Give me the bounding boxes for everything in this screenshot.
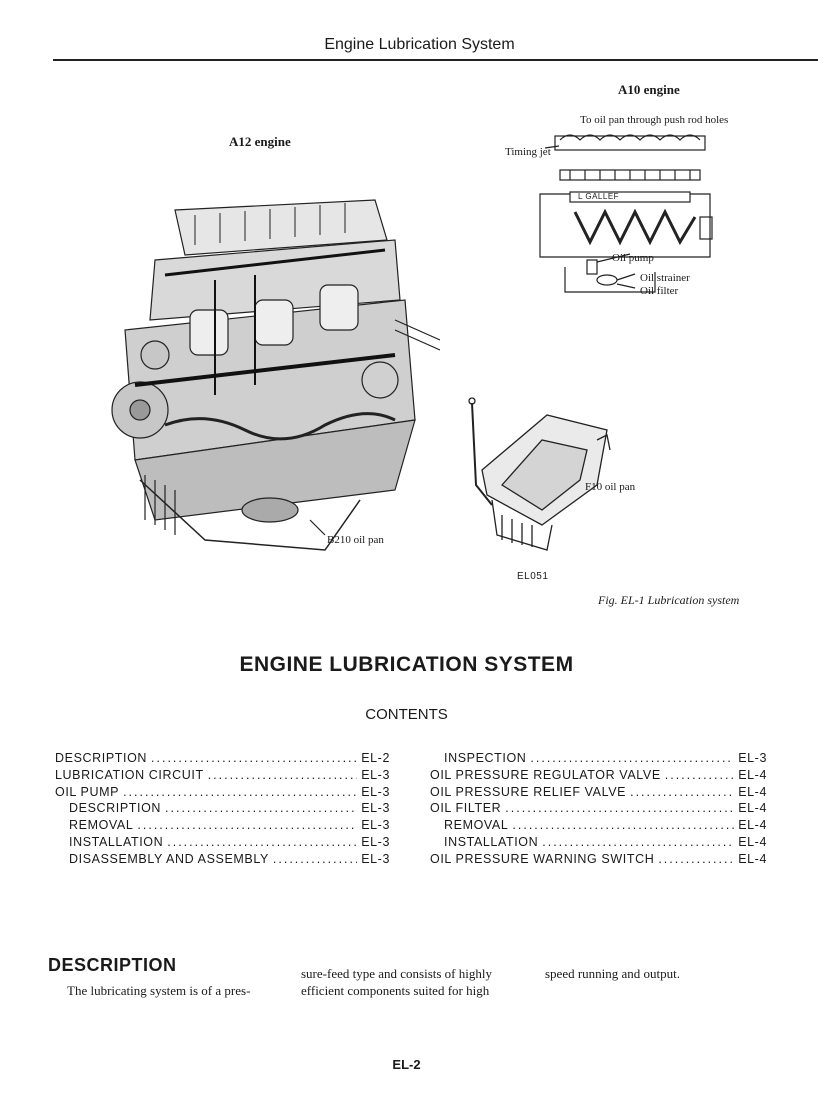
timing-jet-callout: Timing jet bbox=[505, 146, 551, 158]
oil-pump-callout: Oil pump bbox=[612, 252, 654, 264]
toc-entry-page: EL-4 bbox=[738, 834, 767, 849]
toc-entry-page: EL-3 bbox=[361, 767, 390, 782]
toc-entry[interactable]: DISASSEMBLY AND ASSEMBLY................… bbox=[69, 851, 390, 866]
toc-entry-page: EL-2 bbox=[361, 751, 390, 765]
toc-entry-page: EL-4 bbox=[738, 818, 767, 833]
f10-oil-pan-label: F10 oil pan bbox=[585, 481, 636, 493]
a10-schematic bbox=[539, 134, 713, 293]
toc-entry[interactable]: OIL PRESSURE RELIEF VALVE...............… bbox=[430, 784, 767, 799]
toc-entry-label: OIL PRESSURE REGULATOR VALVE bbox=[430, 767, 661, 782]
toc-entry[interactable]: OIL FILTER..............................… bbox=[430, 801, 767, 816]
toc-entry-page: EL-3 bbox=[361, 818, 390, 833]
contents-heading: CONTENTS bbox=[365, 706, 448, 723]
running-header: Engine Lubrication System bbox=[324, 36, 515, 53]
figure-code: EL051 bbox=[517, 571, 549, 582]
gallery-label: L GALLEF bbox=[578, 192, 620, 201]
toc-right-column: INSPECTION..............................… bbox=[430, 750, 767, 868]
page-number: EL-2 bbox=[392, 1057, 421, 1072]
toc-entry-label: LUBRICATION CIRCUIT bbox=[55, 767, 204, 782]
description-heading: DESCRIPTION bbox=[48, 955, 177, 975]
toc-left-column: DESCRIPTION.............................… bbox=[55, 750, 390, 868]
toc-entry-label: INSTALLATION bbox=[69, 834, 164, 849]
toc-entry[interactable]: DESCRIPTION.............................… bbox=[69, 801, 390, 816]
toc-entry[interactable]: OIL PUMP................................… bbox=[55, 784, 390, 799]
header-rule bbox=[53, 59, 818, 61]
toc-entry-page: EL-3 bbox=[738, 751, 767, 765]
description-col1: The lubricating system is of a pres- bbox=[67, 983, 251, 998]
toc-entry-label: INSTALLATION bbox=[444, 834, 539, 849]
toc-entry-page: EL-3 bbox=[361, 801, 390, 816]
toc-entry-label: OIL PRESSURE WARNING SWITCH bbox=[430, 851, 655, 866]
f10-oil-pan-illustration bbox=[468, 397, 611, 551]
toc-entry-page: EL-3 bbox=[361, 784, 390, 799]
oil-strainer-callout: Oil strainer bbox=[640, 272, 690, 284]
toc-entry-page: EL-4 bbox=[738, 784, 767, 799]
toc-entry-label: INSPECTION bbox=[444, 751, 527, 765]
toc-entry-page: EL-3 bbox=[361, 834, 390, 849]
toc-entry-page: EL-3 bbox=[361, 851, 390, 866]
toc-entry[interactable]: OIL PRESSURE REGULATOR VALVE............… bbox=[430, 767, 767, 782]
toc-entry-label: DISASSEMBLY AND ASSEMBLY bbox=[69, 851, 269, 866]
toc-entry[interactable]: REMOVAL.................................… bbox=[444, 818, 767, 833]
main-title: ENGINE LUBRICATION SYSTEM bbox=[239, 653, 574, 676]
toc-entry-label: OIL PRESSURE RELIEF VALVE bbox=[430, 784, 627, 799]
toc-entry-page: EL-4 bbox=[738, 801, 767, 816]
a12-engine-illustration bbox=[111, 199, 440, 551]
toc-entry[interactable]: LUBRICATION CIRCUIT.....................… bbox=[55, 767, 390, 782]
toc-entry-page: EL-4 bbox=[738, 851, 767, 866]
toc-entry-label: OIL PUMP bbox=[55, 784, 120, 799]
toc-entry[interactable]: INSPECTION..............................… bbox=[444, 751, 767, 765]
toc-entry[interactable]: OIL PRESSURE WARNING SWITCH.............… bbox=[430, 851, 767, 866]
toc-entry[interactable]: INSTALLATION............................… bbox=[444, 834, 767, 849]
toc-entry[interactable]: REMOVAL.................................… bbox=[69, 818, 390, 833]
toc-entry-page: EL-4 bbox=[738, 767, 767, 782]
a12-engine-title: A12 engine bbox=[229, 134, 291, 149]
toc-entry[interactable]: INSTALLATION............................… bbox=[69, 834, 390, 849]
a10-engine-title: A10 engine bbox=[618, 82, 680, 97]
toc-entry-label: DESCRIPTION bbox=[55, 751, 148, 765]
toc-entry-label: DESCRIPTION bbox=[69, 801, 162, 816]
toc-entry-label: REMOVAL bbox=[444, 818, 509, 833]
push-rod-callout: To oil pan through push rod holes bbox=[580, 114, 729, 126]
toc-entry-label: OIL FILTER bbox=[430, 801, 502, 816]
description-col3: speed running and output. bbox=[545, 966, 681, 981]
b210-oil-pan-label: B210 oil pan bbox=[327, 534, 384, 546]
description-col2-line2: efficient components suited for high bbox=[301, 983, 490, 998]
toc-entry[interactable]: DESCRIPTION.............................… bbox=[55, 751, 390, 765]
description-col2-line1: sure-feed type and consists of highly bbox=[301, 966, 492, 981]
oil-filter-callout: Oil filter bbox=[640, 285, 679, 297]
toc-entry-label: REMOVAL bbox=[69, 818, 134, 833]
figure-caption: Fig. EL-1 Lubrication system bbox=[598, 593, 740, 607]
